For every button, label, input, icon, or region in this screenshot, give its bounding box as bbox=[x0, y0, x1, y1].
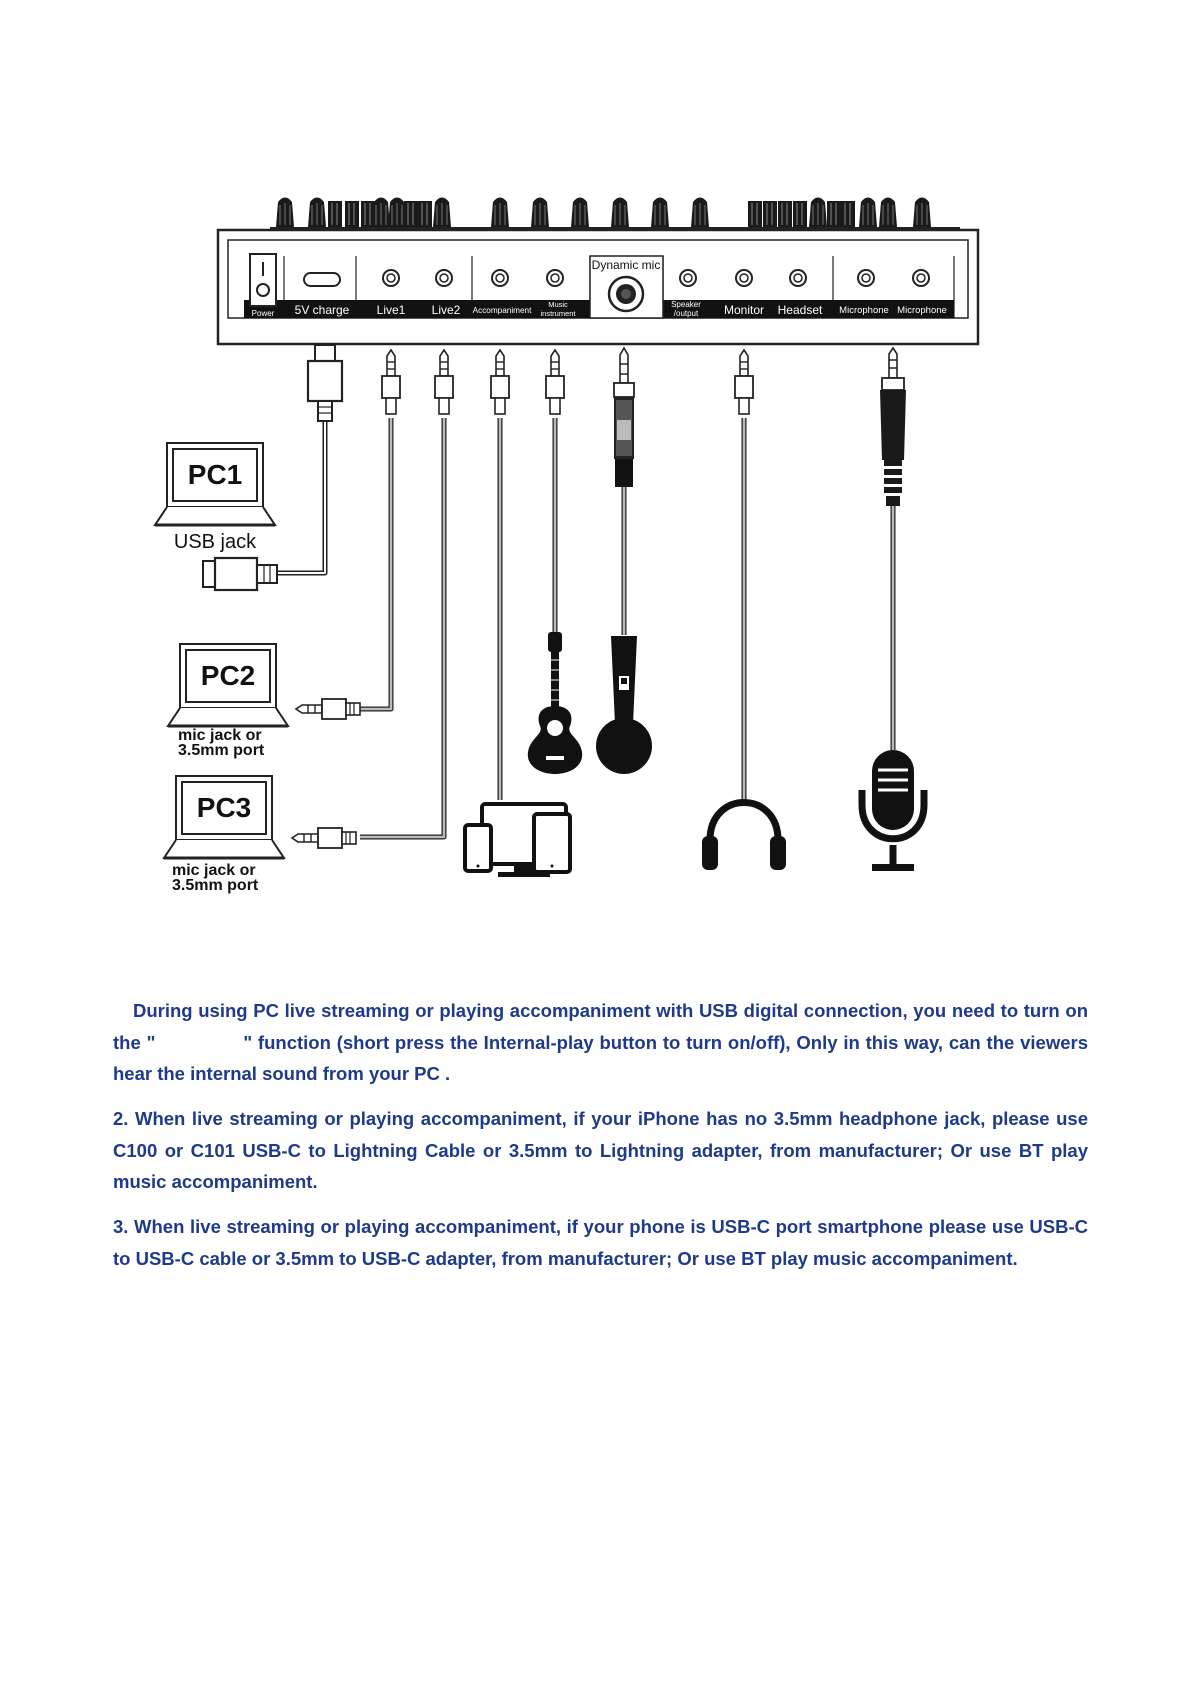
charge-label: 5V charge bbox=[295, 303, 350, 317]
pc2-port-line1: mic jack or bbox=[178, 727, 262, 744]
guitar-icon bbox=[527, 632, 583, 774]
speaker-label: Speaker bbox=[671, 300, 701, 309]
microphone1-label: Microphone bbox=[839, 305, 889, 316]
headphones-icon bbox=[702, 799, 786, 870]
dynamic-mic-label: Dynamic mic bbox=[592, 258, 661, 272]
accompaniment-label: Accompaniment bbox=[473, 306, 532, 315]
live1-label: Live1 bbox=[377, 303, 406, 317]
power-label: Power bbox=[252, 309, 275, 318]
note-1: During using PC live streaming or playin… bbox=[113, 995, 1088, 1090]
pc3-title: PC3 bbox=[197, 792, 251, 823]
dynamic-microphone-icon bbox=[596, 636, 652, 774]
microphone2-label: Microphone bbox=[897, 305, 947, 316]
plugs bbox=[306, 344, 906, 506]
pc1-title: PC1 bbox=[188, 459, 242, 490]
pc2-title: PC2 bbox=[201, 660, 255, 691]
pc1-port-label: USB jack bbox=[174, 531, 257, 553]
connection-diagram: Power 5V charge Live1 Live2 Accompanimen… bbox=[153, 197, 980, 894]
pc2-laptop-icon: PC2 mic jack or 3.5mm port bbox=[166, 642, 361, 759]
pc2-port-line2: 3.5mm port bbox=[178, 742, 265, 759]
pc3-port-line1: mic jack or bbox=[172, 862, 256, 879]
output-label: /output bbox=[674, 309, 699, 318]
headset-label: Headset bbox=[778, 303, 823, 317]
cables bbox=[278, 418, 896, 840]
devices-icon bbox=[463, 802, 572, 877]
note-3: 3. When live streaming or playing accomp… bbox=[113, 1216, 1088, 1269]
pc3-port-line2: 3.5mm port bbox=[172, 877, 259, 894]
pc3-laptop-icon: PC3 mic jack or 3.5mm port bbox=[162, 774, 357, 894]
music-label: Music bbox=[548, 300, 568, 309]
mixer-labels: Power 5V charge Live1 Live2 Accompanimen… bbox=[247, 300, 947, 318]
note-1-part2: " function (short press the Internal-pla… bbox=[113, 1031, 1088, 1085]
mixer-controls bbox=[270, 197, 960, 229]
monitor-label: Monitor bbox=[724, 303, 764, 317]
note-1-part1: During using PC live streaming or playin… bbox=[113, 1000, 1088, 1053]
microphone-icon bbox=[858, 750, 928, 871]
mixer-body bbox=[216, 228, 980, 346]
note-2: 2. When live streaming or playing accomp… bbox=[113, 1108, 1088, 1192]
live2-label: Live2 bbox=[432, 303, 461, 317]
instrument-label: instrument bbox=[540, 309, 576, 318]
pc1-laptop-icon: PC1 USB jack bbox=[153, 441, 278, 592]
